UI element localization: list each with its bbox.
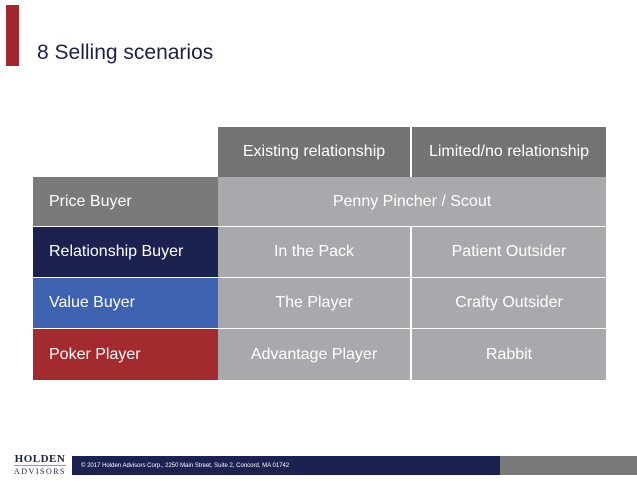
- row-label-price-buyer: Price Buyer: [33, 177, 218, 226]
- logo-top: HOLDEN: [14, 453, 66, 466]
- cell-the-player: The Player: [218, 278, 410, 328]
- holden-advisors-logo: HOLDEN ADVISORS: [14, 453, 66, 477]
- row-label-relationship-buyer: Relationship Buyer: [33, 227, 218, 277]
- cell-crafty-outsider: Crafty Outsider: [412, 278, 606, 328]
- logo-bottom: ADVISORS: [14, 467, 67, 476]
- footer-gray-bar: [500, 456, 637, 475]
- header-limited: Limited/no relationship: [412, 127, 606, 177]
- accent-bar: [6, 5, 19, 66]
- page-title: 8 Selling scenarios: [37, 41, 214, 64]
- row-label-value-buyer: Value Buyer: [33, 278, 218, 328]
- footer-bar: © 2017 Holden Advisors Corp., 2250 Main …: [72, 456, 500, 475]
- cell-rabbit: Rabbit: [412, 329, 606, 380]
- cell-penny-pincher: Penny Pincher / Scout: [218, 177, 606, 226]
- copyright: © 2017 Holden Advisors Corp., 2250 Main …: [81, 462, 290, 469]
- cell-in-the-pack: In the Pack: [218, 227, 410, 277]
- cell-patient-outsider: Patient Outsider: [412, 227, 606, 277]
- row-label-poker-player: Poker Player: [33, 329, 218, 380]
- cell-advantage-player: Advantage Player: [218, 329, 410, 380]
- header-existing: Existing relationship: [218, 127, 410, 177]
